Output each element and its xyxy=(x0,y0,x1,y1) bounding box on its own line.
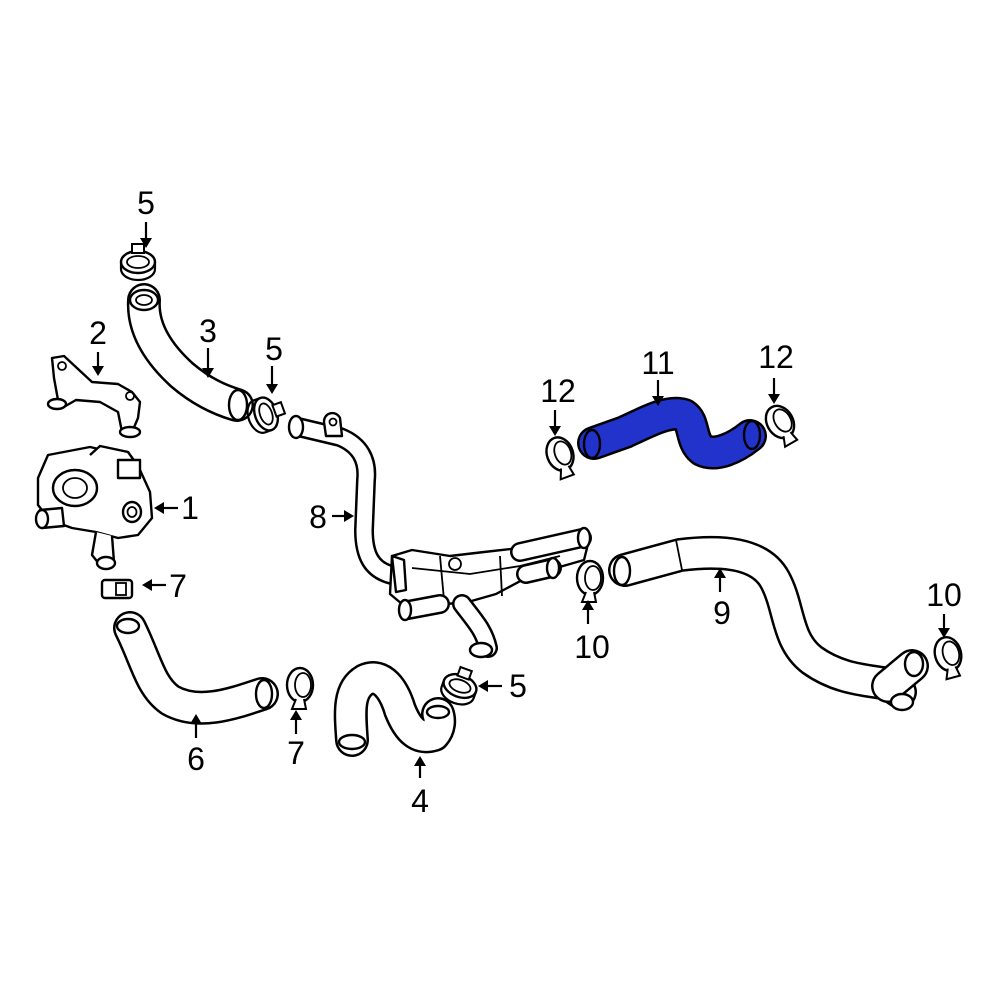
callout-2: 2 xyxy=(89,315,107,351)
clamp-7-lower xyxy=(285,666,315,711)
callout-11: 11 xyxy=(641,345,674,381)
callout-12-left: 12 xyxy=(540,373,576,409)
leader-lines xyxy=(92,222,950,778)
callout-12-right: 12 xyxy=(758,339,794,375)
clamp-5-top xyxy=(119,242,157,282)
clamp-10-left xyxy=(575,559,605,604)
clamp-12-right xyxy=(759,399,805,451)
callout-3: 3 xyxy=(199,313,217,349)
callout-5-top: 5 xyxy=(137,185,155,221)
callout-5-mid: 5 xyxy=(265,331,283,367)
coolant-pipe-8 xyxy=(287,411,592,659)
hose-3 xyxy=(126,283,254,422)
clamp-10-right xyxy=(929,633,968,682)
callout-7-lower: 7 xyxy=(287,735,305,771)
callout-8: 8 xyxy=(309,499,327,535)
clamp-12-left xyxy=(540,432,582,483)
callout-5-low: 5 xyxy=(509,668,527,704)
hose-4 xyxy=(333,661,457,757)
water-pump xyxy=(34,444,154,571)
callouts: 5 2 3 5 1 7 6 7 8 4 5 10 9 11 12 12 10 xyxy=(89,185,962,819)
hose-6 xyxy=(113,611,279,725)
callout-9: 9 xyxy=(713,595,731,631)
callout-7-upper: 7 xyxy=(169,568,187,604)
clamp-7-upper xyxy=(100,578,134,600)
pump-bracket xyxy=(46,354,142,439)
callout-6: 6 xyxy=(187,741,205,777)
hose-11-highlighted xyxy=(577,396,767,470)
callout-10-left: 10 xyxy=(574,629,610,665)
hose-9 xyxy=(608,535,929,712)
callout-4: 4 xyxy=(411,783,429,819)
callout-10-right: 10 xyxy=(926,577,962,613)
callout-1: 1 xyxy=(181,490,199,526)
